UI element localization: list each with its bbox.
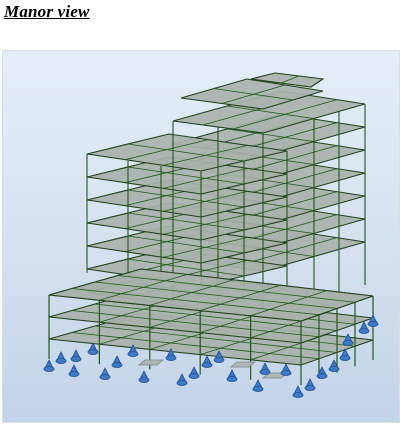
slab-grid-line	[213, 88, 294, 101]
pinned-support-icon	[292, 392, 304, 398]
pinned-support-icon	[138, 377, 150, 383]
slab-grid-line	[127, 189, 245, 208]
slab-grid-line	[127, 143, 245, 162]
pinned-support-icon	[213, 357, 225, 363]
footing-icon	[137, 359, 165, 366]
slab-grid-line	[94, 281, 338, 309]
pinned-support-icon	[304, 385, 316, 391]
slab-grid-line	[117, 275, 356, 303]
pinned-support-icon	[316, 373, 328, 379]
pinned-support-icon	[70, 356, 82, 362]
3d-model-viewport[interactable]	[2, 50, 400, 423]
pinned-support-icon	[111, 362, 123, 368]
pinned-support-icon	[87, 349, 99, 355]
slab-grid-line	[71, 310, 320, 338]
slab-grid-line	[127, 258, 245, 277]
pinned-support-icon	[367, 321, 379, 327]
slab-grid-line	[71, 288, 320, 316]
pinned-support-icon	[68, 371, 80, 377]
footing-icon	[229, 361, 257, 368]
floor-slab	[250, 72, 325, 88]
pinned-support-icon	[201, 362, 213, 368]
slab-grid-line	[280, 75, 300, 84]
pinned-support-icon	[99, 374, 111, 380]
pinned-support-icon	[328, 366, 340, 372]
pinned-support-icon	[339, 355, 351, 361]
slab-grid-line	[226, 105, 315, 119]
slab-grid-line	[127, 235, 245, 254]
slab-grid-line	[226, 128, 315, 142]
slab-grid-line	[127, 212, 245, 231]
pinned-support-icon	[165, 355, 177, 361]
pinned-support-icon	[342, 340, 354, 346]
pinned-support-icon	[43, 366, 55, 372]
slab-grid-line	[71, 332, 320, 360]
pinned-support-icon	[226, 376, 238, 382]
slab-grid-line	[127, 166, 245, 185]
slab-grid-line	[94, 303, 338, 331]
pinned-support-icon	[127, 351, 139, 357]
pinned-support-icon	[55, 358, 67, 364]
pinned-support-icon	[280, 370, 292, 376]
slab-grid-line	[94, 325, 338, 353]
pinned-support-icon	[259, 369, 271, 375]
pinned-support-icon	[188, 373, 200, 379]
pinned-support-icon	[176, 380, 188, 386]
structural-model-svg	[43, 72, 379, 398]
page-title: Manor view	[4, 2, 90, 21]
pinned-support-icon	[252, 386, 264, 392]
pinned-support-icon	[358, 328, 370, 334]
